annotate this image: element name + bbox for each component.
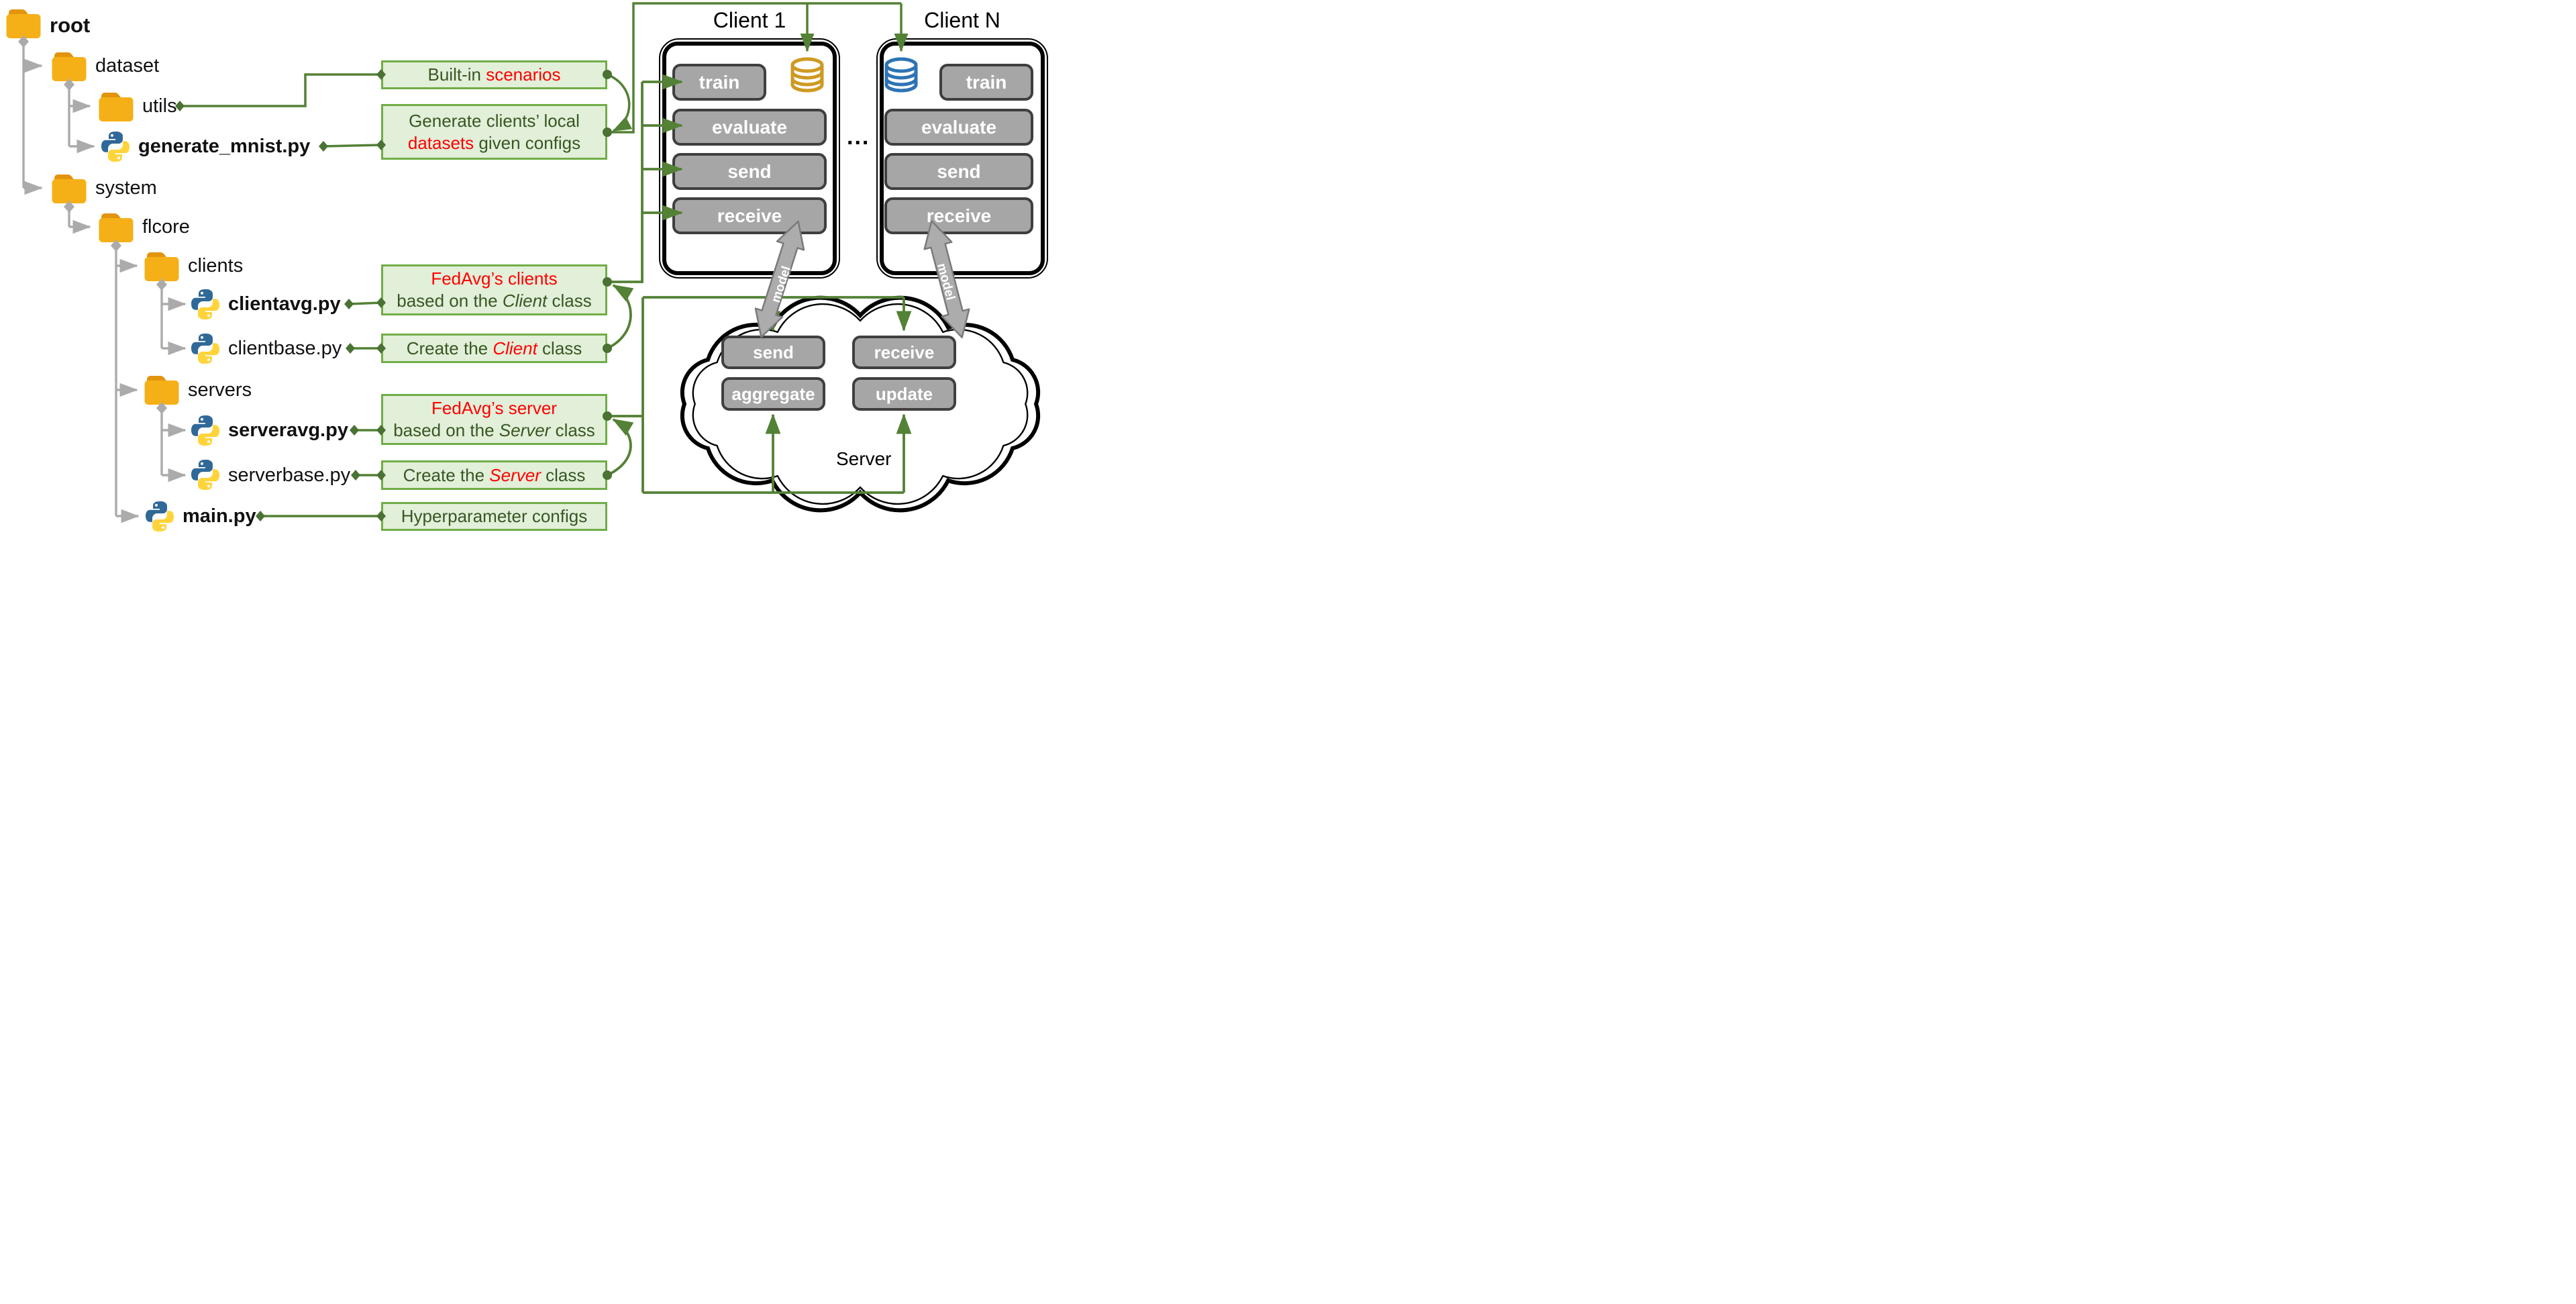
flow-box-text: Hyperparameter configs — [401, 506, 588, 526]
clientN-send-button: send — [884, 153, 1033, 190]
diamond-serveravg — [350, 425, 359, 436]
client1-database-icon — [792, 59, 822, 91]
link-generate-box — [323, 144, 382, 148]
tree-connectors — [22, 40, 187, 523]
clientN-receive-button: receive — [884, 197, 1033, 234]
diamond-serverbase — [351, 470, 360, 481]
dot-create-server — [603, 470, 612, 480]
tree-item-servers: servers — [188, 379, 252, 401]
tree-parent-diamonds — [18, 36, 167, 414]
diamond-connector — [111, 240, 121, 252]
diamond-box-hyper — [376, 511, 386, 521]
flow-box-generate-datasets: Generate clients’ local datasets given c… — [381, 104, 607, 160]
flow-box-text: FedAvg’s server — [431, 398, 557, 418]
diamond-utils — [175, 101, 185, 111]
flow-box-hyperparameter-configs: Hyperparameter configs — [381, 502, 607, 531]
flow-box-text: datasets given configs — [407, 132, 581, 153]
flow-box-text: Generate clients’ local — [409, 110, 580, 131]
tree-item-serverbase: serverbase.py — [228, 464, 351, 486]
client1-evaluate-button: evaluate — [672, 109, 827, 146]
tree-item-main: main.py — [183, 505, 256, 527]
tree-item-dataset: dataset — [95, 55, 160, 77]
server-send-button: send — [721, 336, 825, 369]
flow-box-text: Create the Server class — [403, 464, 586, 485]
connection-dots — [603, 70, 612, 480]
flow-box-fedavg-server: FedAvg’s server based on the Server clas… — [381, 394, 607, 445]
dot-create-client — [603, 344, 612, 353]
tree-item-clientbase: clientbase.py — [228, 338, 342, 359]
flow-box-text: based on the Server class — [393, 420, 595, 440]
arc-create-server-to-fedavg — [607, 418, 634, 477]
model-arrow-client1 — [754, 220, 805, 338]
server-receive-button: receive — [852, 336, 956, 369]
diamond-box-fedavg-clients — [376, 297, 386, 308]
tree-item-clientavg: clientavg.py — [228, 293, 341, 315]
clientN-database-icon — [886, 59, 916, 91]
server-aggregate-button: aggregate — [721, 377, 825, 411]
flow-box-create-client-class: Create the Client class — [381, 334, 607, 363]
client1-title: Client 1 — [713, 8, 786, 32]
clientN-title: Client N — [924, 8, 1000, 32]
diamond-connector — [18, 36, 29, 48]
model-arrows: model model — [754, 219, 970, 339]
tree-item-clients: clients — [188, 255, 244, 277]
flow-box-text: Create the Client class — [406, 338, 582, 358]
clients-ellipsis: ... — [847, 124, 870, 150]
route-generate-to-top — [607, 2, 901, 134]
arc-builtin-to-generate — [607, 73, 633, 132]
tree-item-utils: utils — [142, 95, 177, 117]
diamond-clientbase — [346, 343, 355, 354]
green-diamonds — [175, 69, 386, 521]
dot-generate — [603, 128, 612, 137]
tree-item-system: system — [95, 177, 157, 199]
clientN-evaluate-button: evaluate — [884, 109, 1033, 146]
diamond-box-builtin — [376, 69, 386, 80]
diamond-clientavg — [344, 299, 354, 309]
connector-layer: model model — [18, 2, 970, 523]
diamond-connector — [64, 79, 74, 91]
tree-item-root: root — [50, 13, 91, 37]
diamond-box-create-client — [376, 343, 386, 354]
diamond-connector — [156, 279, 167, 291]
dot-fedavg-server — [603, 411, 612, 421]
flow-box-text: Built-in scenarios — [427, 64, 561, 85]
client1-train-button: train — [672, 64, 766, 101]
cloud-outline-inner — [692, 303, 1029, 505]
link-utils-builtin — [180, 73, 381, 107]
client1-receive-button: receive — [672, 197, 827, 234]
arc-create-client-to-fedavg — [607, 284, 634, 350]
server-class-routing — [607, 296, 912, 494]
diamond-generate — [319, 141, 328, 152]
diamond-connector — [156, 402, 167, 414]
client-class-routing — [607, 74, 683, 350]
flow-box-create-server-class: Create the Server class — [381, 460, 607, 490]
dot-fedavg-clients — [603, 277, 612, 287]
flow-box-fedavg-clients: FedAvg’s clients based on the Client cla… — [381, 264, 607, 315]
clientN-train-button: train — [939, 64, 1033, 101]
tree-item-flcore: flcore — [142, 216, 190, 238]
flow-box-text: FedAvg’s clients — [431, 268, 558, 289]
dot-builtin — [603, 70, 612, 79]
server-cloud-label: Server — [836, 448, 892, 469]
federated-learning-architecture-diagram: root dataset utils generate_mnist.py sys… — [0, 0, 1053, 537]
server-update-button: update — [852, 377, 956, 411]
diamond-box-generate — [376, 140, 386, 150]
dataset-routing — [607, 2, 909, 134]
diamond-box-create-server — [376, 470, 386, 481]
diamond-connector — [64, 201, 74, 213]
tree-item-generate-mnist: generate_mnist.py — [138, 136, 311, 157]
tree-item-serveravg: serveravg.py — [228, 419, 348, 441]
diamond-main — [256, 511, 265, 521]
model-arrow-clientN — [923, 219, 970, 339]
route-fedavg-clients-trunk — [607, 82, 643, 283]
flow-box-text: based on the Client class — [397, 291, 592, 311]
green-links — [180, 73, 382, 517]
diamond-box-fedavg-server — [376, 425, 386, 436]
link-clientavg-box — [348, 301, 382, 305]
